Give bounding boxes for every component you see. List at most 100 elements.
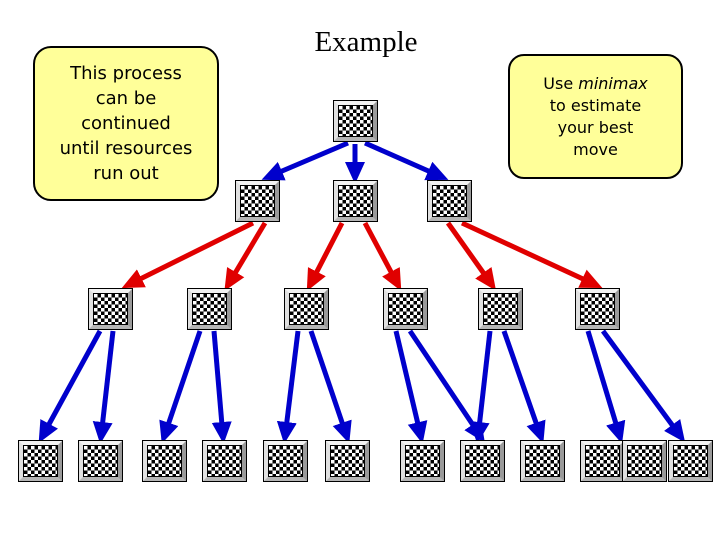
tree-node[interactable] bbox=[284, 288, 329, 330]
tree-node[interactable] bbox=[333, 100, 378, 142]
tree-edge-arrow bbox=[159, 330, 203, 444]
tree-node-bevel bbox=[19, 441, 62, 481]
tree-node-checker-face bbox=[192, 293, 227, 325]
tree-node-checker-face bbox=[93, 293, 128, 325]
tree-node-checker-face bbox=[240, 185, 275, 217]
callout-line: until resources bbox=[59, 138, 193, 159]
tree-edge-arrow bbox=[276, 330, 301, 444]
tree-node-checker-face bbox=[465, 445, 500, 477]
tree-node[interactable] bbox=[78, 440, 123, 482]
callout-line: run out bbox=[93, 163, 159, 184]
tree-node[interactable] bbox=[427, 180, 472, 222]
callout-line: your best bbox=[557, 117, 634, 137]
tree-node[interactable] bbox=[400, 440, 445, 482]
tree-node-checker-face bbox=[627, 445, 662, 477]
tree-edge-arrow bbox=[600, 329, 686, 443]
tree-node[interactable] bbox=[575, 288, 620, 330]
callout-emphasis-term: minimax bbox=[578, 73, 648, 93]
tree-node-bevel bbox=[326, 441, 369, 481]
tree-node-checker-face bbox=[338, 105, 373, 137]
tree-edge-arrow bbox=[501, 330, 546, 444]
tree-node-bevel bbox=[623, 441, 666, 481]
tree-node-bevel bbox=[143, 441, 186, 481]
tree-edge-arrow bbox=[469, 330, 493, 444]
tree-node-bevel bbox=[203, 441, 246, 481]
tree-edge-arrow bbox=[306, 221, 345, 292]
tree-node-bevel bbox=[334, 101, 377, 141]
tree-node-bevel bbox=[479, 289, 522, 329]
callout-line: continued bbox=[81, 113, 171, 134]
tree-node[interactable] bbox=[325, 440, 370, 482]
tree-node-checker-face bbox=[207, 445, 242, 477]
tree-node-bevel bbox=[461, 441, 504, 481]
tree-node-bevel bbox=[334, 181, 377, 221]
tree-node[interactable] bbox=[520, 440, 565, 482]
tree-node-checker-face bbox=[23, 445, 58, 477]
tree-node-checker-face bbox=[83, 445, 118, 477]
tree-node-checker-face bbox=[147, 445, 182, 477]
tree-edge-arrow bbox=[460, 220, 603, 288]
tree-node-bevel bbox=[188, 289, 231, 329]
callout-line: can be bbox=[95, 88, 157, 109]
tree-node-bevel bbox=[89, 289, 132, 329]
tree-node-checker-face bbox=[432, 185, 467, 217]
callout-line: Use minimax bbox=[510, 73, 681, 95]
tree-node[interactable] bbox=[235, 180, 280, 222]
tree-node[interactable] bbox=[580, 440, 625, 482]
tree-node[interactable] bbox=[187, 288, 232, 330]
tree-edge-arrow bbox=[363, 140, 449, 181]
tree-edge-arrow bbox=[407, 329, 485, 443]
tree-node-checker-face bbox=[525, 445, 560, 477]
tree-node[interactable] bbox=[88, 288, 133, 330]
tree-node-checker-face bbox=[483, 293, 518, 325]
tree-edge-arrow bbox=[261, 140, 349, 181]
tree-node-bevel bbox=[264, 441, 307, 481]
tree-node-bevel bbox=[401, 441, 444, 481]
tree-node-bevel bbox=[428, 181, 471, 221]
tree-node-bevel bbox=[384, 289, 427, 329]
tree-node-checker-face bbox=[673, 445, 708, 477]
tree-node-checker-face bbox=[330, 445, 365, 477]
tree-node[interactable] bbox=[142, 440, 187, 482]
tree-node-bevel bbox=[576, 289, 619, 329]
tree-node-checker-face bbox=[580, 293, 615, 325]
tree-node-bevel bbox=[236, 181, 279, 221]
tree-node-bevel bbox=[669, 441, 712, 481]
tree-edge-arrow bbox=[393, 330, 428, 444]
tree-edge-arrow bbox=[92, 330, 116, 444]
tree-edge-arrow bbox=[224, 221, 268, 292]
page-title: Example bbox=[314, 26, 418, 58]
tree-node[interactable] bbox=[202, 440, 247, 482]
tree-edge-arrow bbox=[362, 221, 402, 292]
tree-node[interactable] bbox=[622, 440, 667, 482]
tree-node-checker-face bbox=[289, 293, 324, 325]
tree-node[interactable] bbox=[460, 440, 505, 482]
tree-node[interactable] bbox=[668, 440, 713, 482]
tree-node[interactable] bbox=[18, 440, 63, 482]
process-continues-callout: This process can be continued until resourc… bbox=[33, 46, 219, 201]
tree-node-checker-face bbox=[268, 445, 303, 477]
tree-edge-arrow bbox=[211, 330, 232, 444]
callout-line: This process bbox=[70, 63, 182, 84]
callout-line: move bbox=[573, 139, 618, 159]
tree-node[interactable] bbox=[263, 440, 308, 482]
tree-node-bevel bbox=[521, 441, 564, 481]
tree-node-checker-face bbox=[388, 293, 423, 325]
tree-edge-arrow bbox=[121, 220, 255, 289]
callout-line: to estimate bbox=[549, 95, 642, 115]
tree-edge-arrow bbox=[308, 330, 352, 444]
process-continues-callout-text: This process can be continued until resourc… bbox=[35, 61, 217, 186]
callout-line-text: Use bbox=[543, 73, 579, 93]
tree-node[interactable] bbox=[478, 288, 523, 330]
tree-node[interactable] bbox=[333, 180, 378, 222]
tree-node-checker-face bbox=[585, 445, 620, 477]
tree-node-checker-face bbox=[405, 445, 440, 477]
tree-edge-arrow bbox=[38, 329, 103, 444]
tree-node-checker-face bbox=[338, 185, 373, 217]
tree-node[interactable] bbox=[383, 288, 428, 330]
tree-edge-arrow bbox=[445, 221, 497, 291]
tree-node-bevel bbox=[285, 289, 328, 329]
